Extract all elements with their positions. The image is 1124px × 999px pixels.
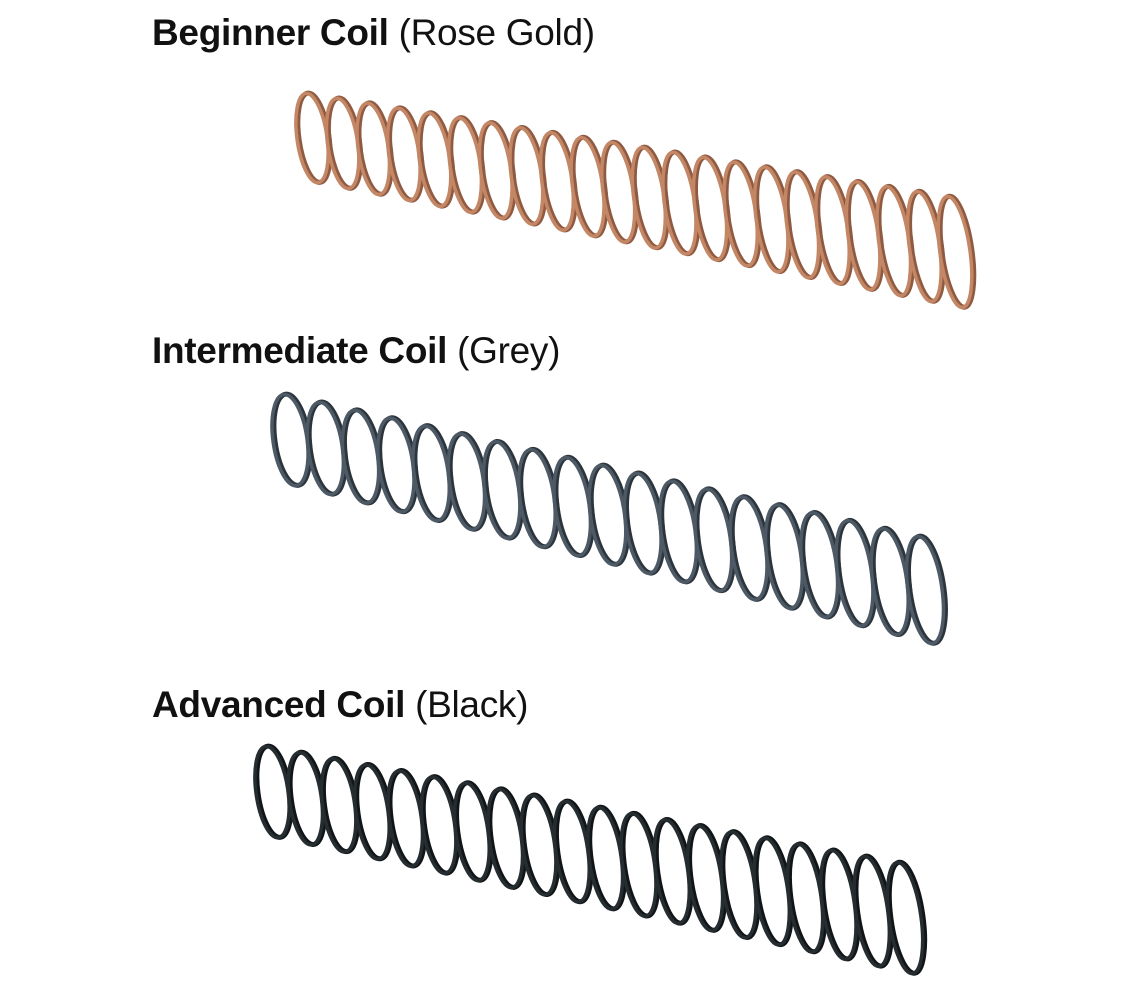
advanced-coil-label: Advanced Coil (Black) bbox=[152, 684, 528, 726]
coil-name: Intermediate Coil bbox=[152, 330, 448, 371]
coil-spring-1 bbox=[294, 90, 977, 310]
intermediate-coil-label: Intermediate Coil (Grey) bbox=[152, 330, 560, 372]
coil-spring-3 bbox=[253, 743, 928, 976]
coil-name: Beginner Coil bbox=[152, 12, 389, 53]
beginner-coil-label: Beginner Coil (Rose Gold) bbox=[152, 12, 595, 54]
coil-turn bbox=[904, 534, 946, 646]
coil-turn bbox=[885, 860, 925, 976]
coil-color: (Grey) bbox=[457, 330, 561, 371]
coil-spring-2 bbox=[270, 391, 948, 646]
coil-color: (Black) bbox=[415, 684, 529, 725]
coil-turn bbox=[936, 194, 974, 310]
coil-name: Advanced Coil bbox=[152, 684, 406, 725]
coil-color: (Rose Gold) bbox=[398, 12, 595, 53]
